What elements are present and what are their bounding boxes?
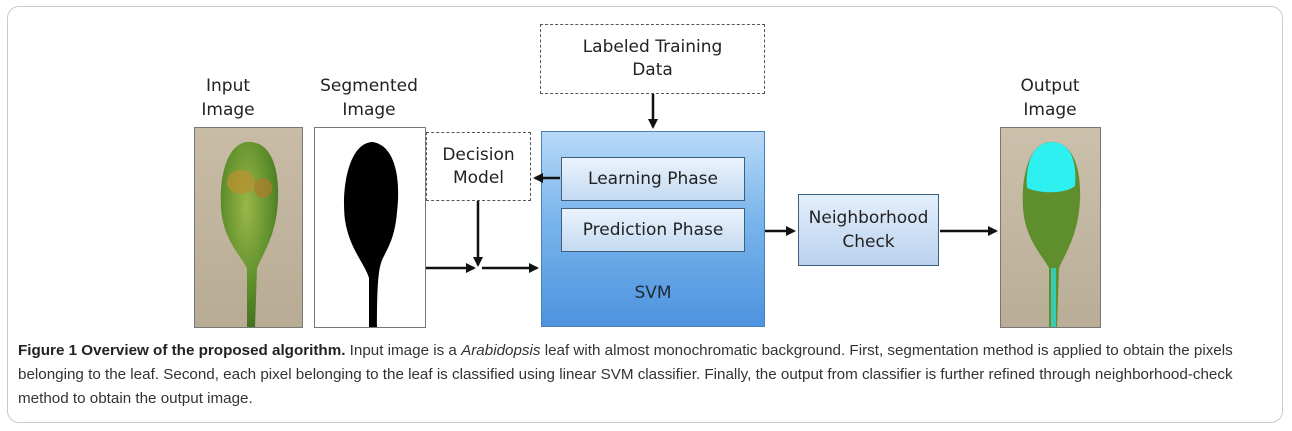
segmented-image-photo xyxy=(314,127,426,328)
output-leaf-drawing xyxy=(1001,128,1100,327)
prediction-phase-box: Prediction Phase xyxy=(561,208,745,252)
input-leaf-drawing xyxy=(195,128,302,327)
caption-title: Figure 1 Overview of the proposed algori… xyxy=(18,342,346,359)
caption-text-1: Input image is a xyxy=(345,342,462,359)
output-image-photo xyxy=(1000,127,1101,328)
caption-italic: Arabidopsis xyxy=(461,342,541,359)
learning-phase-box: Learning Phase xyxy=(561,157,745,201)
svm-label: SVM xyxy=(634,283,672,303)
figure-frame xyxy=(7,6,1283,423)
svm-block: Learning Phase Prediction Phase SVM xyxy=(541,131,765,327)
segmented-leaf-mask xyxy=(344,142,399,327)
caption-text-2: leaf with almost monochromatic backgroun… xyxy=(18,342,1233,407)
input-image-photo xyxy=(194,127,303,328)
figure-caption: Figure 1 Overview of the proposed algori… xyxy=(18,339,1270,411)
